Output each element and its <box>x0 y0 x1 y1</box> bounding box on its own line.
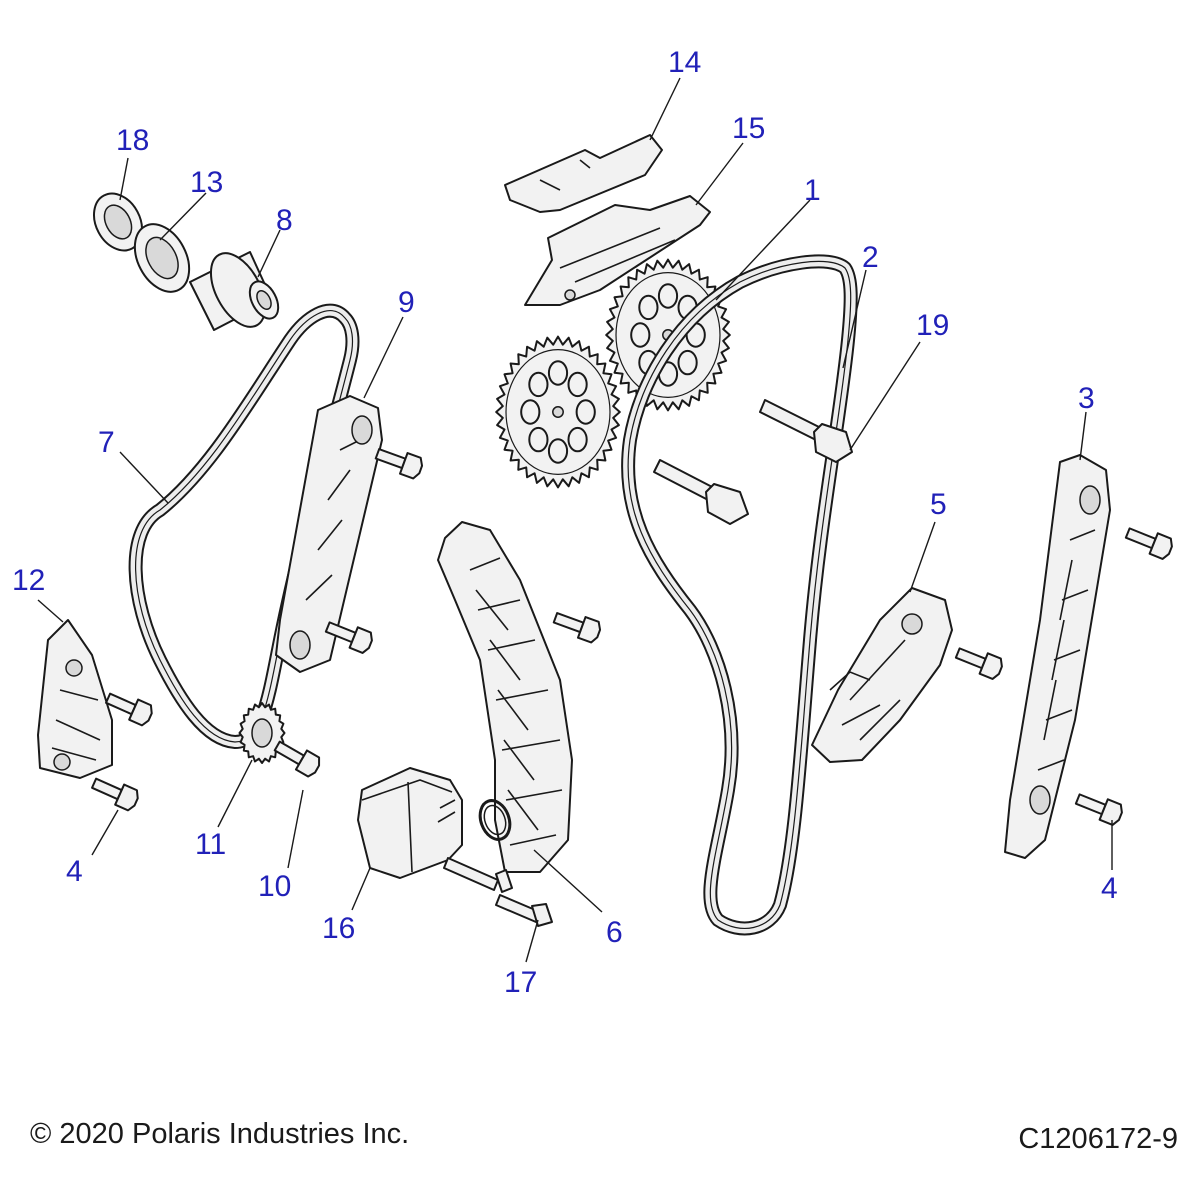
callout-11: 11 <box>195 828 226 861</box>
part-11-crank-sprocket <box>238 702 286 764</box>
callout-7: 7 <box>98 426 115 459</box>
callout-17: 17 <box>504 966 537 999</box>
part-14-guide-cover <box>504 134 663 213</box>
callout-14: 14 <box>668 46 701 79</box>
callout-12: 12 <box>12 564 45 597</box>
callout-6: 6 <box>606 916 623 949</box>
callout-3: 3 <box>1078 382 1095 415</box>
callout-8: 8 <box>276 204 293 237</box>
tensioner-spring <box>478 799 512 841</box>
leader-lines <box>37 77 1113 963</box>
part-8-crank-gear <box>189 251 280 331</box>
drawing-number: C1206172-9 <box>1018 1123 1178 1155</box>
part-3-right-chain-guide <box>1004 454 1111 859</box>
callout-15: 15 <box>732 112 765 145</box>
part-15-upper-chain-guide <box>524 195 711 306</box>
part-16-tensioner <box>357 767 463 879</box>
part-19-pivot-bolts <box>653 399 853 525</box>
callout-9: 9 <box>398 286 415 319</box>
part-2-right-timing-chain <box>621 254 858 936</box>
callout-18: 18 <box>116 124 149 157</box>
callout-4-left: 4 <box>66 855 83 888</box>
callout-19: 19 <box>916 309 949 342</box>
part-17-bolt-a <box>443 857 499 891</box>
callout-10: 10 <box>258 870 291 903</box>
part-6-tensioner-guide <box>437 521 573 873</box>
callout-2: 2 <box>862 241 879 274</box>
callout-13: 13 <box>190 166 223 199</box>
callout-4-right: 4 <box>1101 872 1118 905</box>
part-13-bearing <box>133 223 191 293</box>
callout-16: 16 <box>322 912 355 945</box>
bolts <box>91 448 1173 927</box>
part-12-guide <box>37 619 113 779</box>
part-1-cam-sprockets <box>495 258 731 489</box>
part-9-left-chain-guide <box>275 395 383 673</box>
callout-numbers: 1 2 3 4 4 5 6 7 8 9 10 11 12 13 14 15 16… <box>12 46 1118 999</box>
copyright-notice: © 2020 Polaris Industries Inc. <box>30 1118 410 1150</box>
part-18-seal <box>93 192 143 252</box>
callout-1: 1 <box>804 174 821 207</box>
part-5-chain-guide <box>811 587 953 763</box>
callout-5: 5 <box>930 488 947 521</box>
